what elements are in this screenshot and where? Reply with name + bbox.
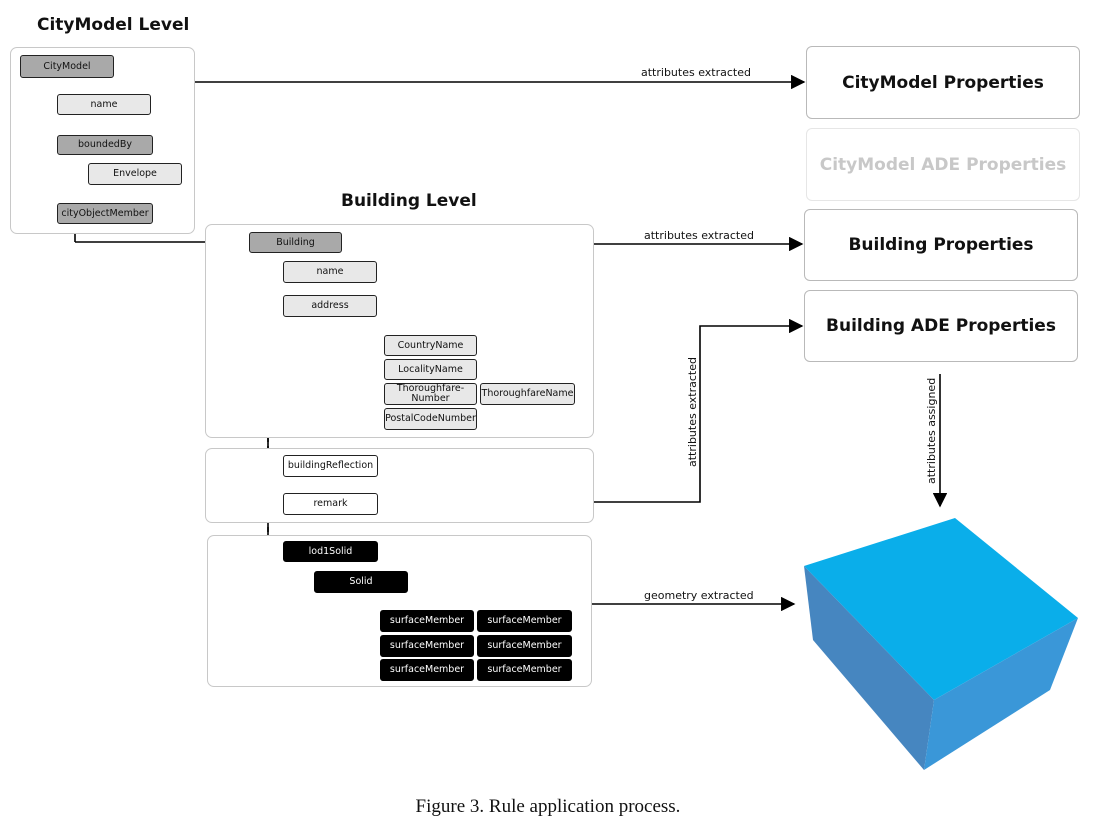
node-surface-member-4: surfaceMember [477,635,572,657]
label-building-attributes-extracted: attributes extracted [644,229,754,242]
figure-caption: Figure 3. Rule application process. [415,796,681,817]
building-level-title: Building Level [341,191,477,211]
building-ade-properties-box: Building ADE Properties [804,290,1078,362]
building-panel [205,224,594,438]
node-bounded-by: boundedBy [57,135,153,155]
citymodel-ade-properties-box: CityModel ADE Properties [806,128,1080,201]
node-remark: remark [283,493,378,515]
cube-right-face [924,618,1078,770]
building-ade-panel [205,448,594,523]
node-citymodel: CityModel [20,55,114,78]
node-lod1solid: lod1Solid [283,541,378,562]
cube-left-face [804,566,934,770]
node-surface-member-6: surfaceMember [477,659,572,681]
cube-top-face [804,518,1078,700]
node-building-reflection: buildingReflection [283,455,378,477]
node-address: address [283,295,377,317]
node-postal-code-number: PostalCodeNumber [384,408,477,430]
label-ade-attributes-extracted: attributes extracted [686,357,699,467]
node-city-object-member: cityObjectMember [57,203,153,224]
node-country-name: CountryName [384,335,477,356]
node-locality-name: LocalityName [384,359,477,380]
label-attributes-assigned: attributes assigned [925,377,938,484]
thoroughfare-number-line1: Thoroughfare- [396,383,465,394]
node-surface-member-2: surfaceMember [477,610,572,632]
node-thoroughfare-number: Thoroughfare- Number [384,383,477,405]
node-building: Building [249,232,342,253]
citymodel-level-title: CityModel Level [37,15,190,35]
label-geometry-extracted: geometry extracted [644,589,754,602]
node-citymodel-name: name [57,94,151,115]
citymodel-properties-box: CityModel Properties [806,46,1080,119]
node-envelope: Envelope [88,163,182,185]
node-surface-member-1: surfaceMember [380,610,474,632]
node-thoroughfare-name: ThoroughfareName [480,383,575,405]
thoroughfare-number-line2: Number [411,393,450,404]
building-properties-box: Building Properties [804,209,1078,281]
node-surface-member-3: surfaceMember [380,635,474,657]
node-solid: Solid [314,571,408,593]
label-citymodel-attributes-extracted: attributes extracted [641,66,751,79]
node-surface-member-5: surfaceMember [380,659,474,681]
node-building-name: name [283,261,377,283]
